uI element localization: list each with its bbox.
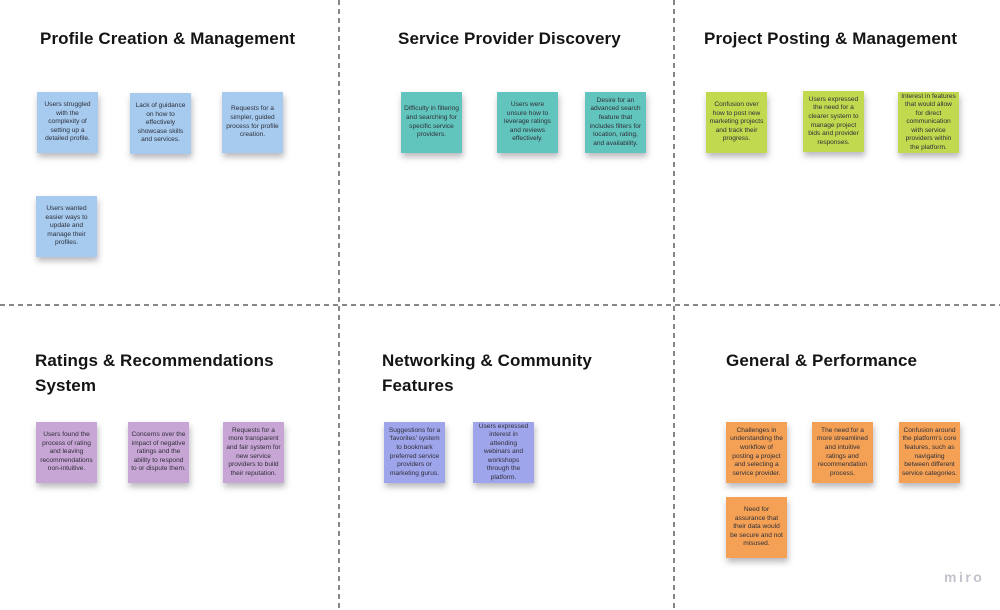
sticky-note-text: Users wanted easier ways to update and m… bbox=[45, 205, 88, 247]
section-title-project-posting[interactable]: Project Posting & Management bbox=[704, 29, 958, 48]
sticky-note-text: Need for assurance that their data would… bbox=[730, 506, 783, 548]
sticky-note[interactable]: Confusion over how to post new marketing… bbox=[706, 92, 767, 153]
sticky-note-text: Requests for a simpler, guided process f… bbox=[226, 105, 279, 139]
sticky-note-text: Confusion over how to post new marketing… bbox=[709, 101, 764, 143]
sticky-note[interactable]: Challenges in understanding the workflow… bbox=[726, 422, 787, 483]
sticky-note-text: Users expressed interest in attending we… bbox=[478, 422, 529, 481]
sticky-note-text: Users were unsure how to leverage rating… bbox=[504, 101, 551, 143]
sticky-note-text: Interest in features that would allow fo… bbox=[901, 92, 956, 151]
sticky-note-text: Lack of guidance on how to effectively s… bbox=[135, 102, 186, 144]
sticky-note[interactable]: Users expressed the need for a clearer s… bbox=[803, 91, 864, 152]
sticky-note-text: Users struggled with the complexity of s… bbox=[44, 101, 91, 143]
section-title-networking-community[interactable]: Networking & Community Features bbox=[382, 351, 592, 395]
sticky-note[interactable]: Users expressed interest in attending we… bbox=[473, 422, 534, 483]
sticky-note[interactable]: Requests for a more transparent and fair… bbox=[223, 422, 284, 483]
sticky-note-text: Users found the process of rating and le… bbox=[40, 431, 93, 473]
section-title-profile-creation[interactable]: Profile Creation & Management bbox=[40, 29, 296, 48]
sticky-note[interactable]: Users wanted easier ways to update and m… bbox=[36, 196, 97, 257]
divider-horizontal bbox=[0, 304, 1000, 306]
sticky-note[interactable]: Confusion around the platform's core fea… bbox=[899, 422, 960, 483]
miro-logo: miro bbox=[944, 569, 985, 585]
sticky-note[interactable]: Lack of guidance on how to effectively s… bbox=[130, 93, 191, 154]
sticky-note[interactable]: Interest in features that would allow fo… bbox=[898, 92, 959, 153]
sticky-note[interactable]: Users struggled with the complexity of s… bbox=[37, 92, 98, 153]
sticky-note[interactable]: Desire for an advanced search feature th… bbox=[585, 92, 646, 153]
sticky-note-text: Desire for an advanced search feature th… bbox=[589, 96, 642, 147]
section-title-general-performance[interactable]: General & Performance bbox=[726, 351, 918, 370]
sticky-note[interactable]: Need for assurance that their data would… bbox=[726, 497, 787, 558]
sticky-note-text: Users expressed the need for a clearer s… bbox=[808, 95, 859, 146]
sticky-note-text: Concerns over the impact of negative rat… bbox=[131, 431, 186, 473]
sticky-note[interactable]: Requests for a simpler, guided process f… bbox=[222, 92, 283, 153]
sticky-note[interactable]: Users were unsure how to leverage rating… bbox=[497, 92, 558, 153]
sticky-note-text: Difficulty in filtering and searching fo… bbox=[404, 105, 459, 139]
sticky-note[interactable]: Users found the process of rating and le… bbox=[36, 422, 97, 483]
sticky-note[interactable]: Suggestions for a 'favorites' system to … bbox=[384, 422, 445, 483]
sticky-note[interactable]: The need for a more streamlined and intu… bbox=[812, 422, 873, 483]
sticky-note[interactable]: Difficulty in filtering and searching fo… bbox=[401, 92, 462, 153]
sticky-note-text: Requests for a more transparent and fair… bbox=[226, 426, 281, 477]
section-title-service-provider-discovery[interactable]: Service Provider Discovery bbox=[398, 29, 621, 48]
sticky-note-text: Challenges in understanding the workflow… bbox=[730, 426, 783, 477]
sticky-note-text: Confusion around the platform's core fea… bbox=[902, 426, 957, 477]
sticky-note-text: The need for a more streamlined and intu… bbox=[817, 426, 868, 477]
sticky-note-text: Suggestions for a 'favorites' system to … bbox=[388, 426, 441, 477]
sticky-note[interactable]: Concerns over the impact of negative rat… bbox=[128, 422, 189, 483]
section-title-ratings-recommendations[interactable]: Ratings & Recommendations System bbox=[35, 351, 274, 395]
